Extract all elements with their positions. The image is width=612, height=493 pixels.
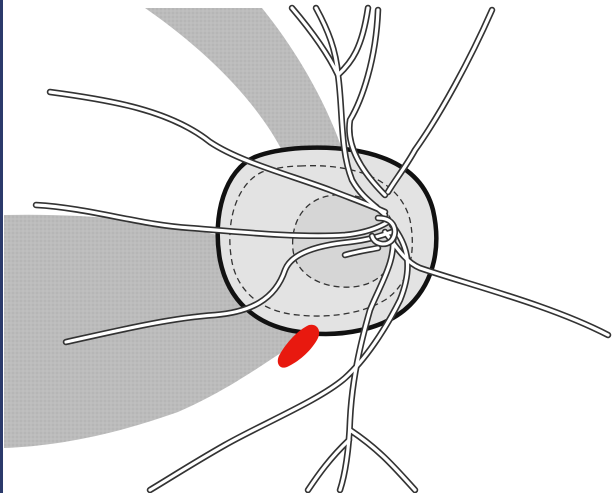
optic-disc-diagram: [0, 0, 612, 493]
